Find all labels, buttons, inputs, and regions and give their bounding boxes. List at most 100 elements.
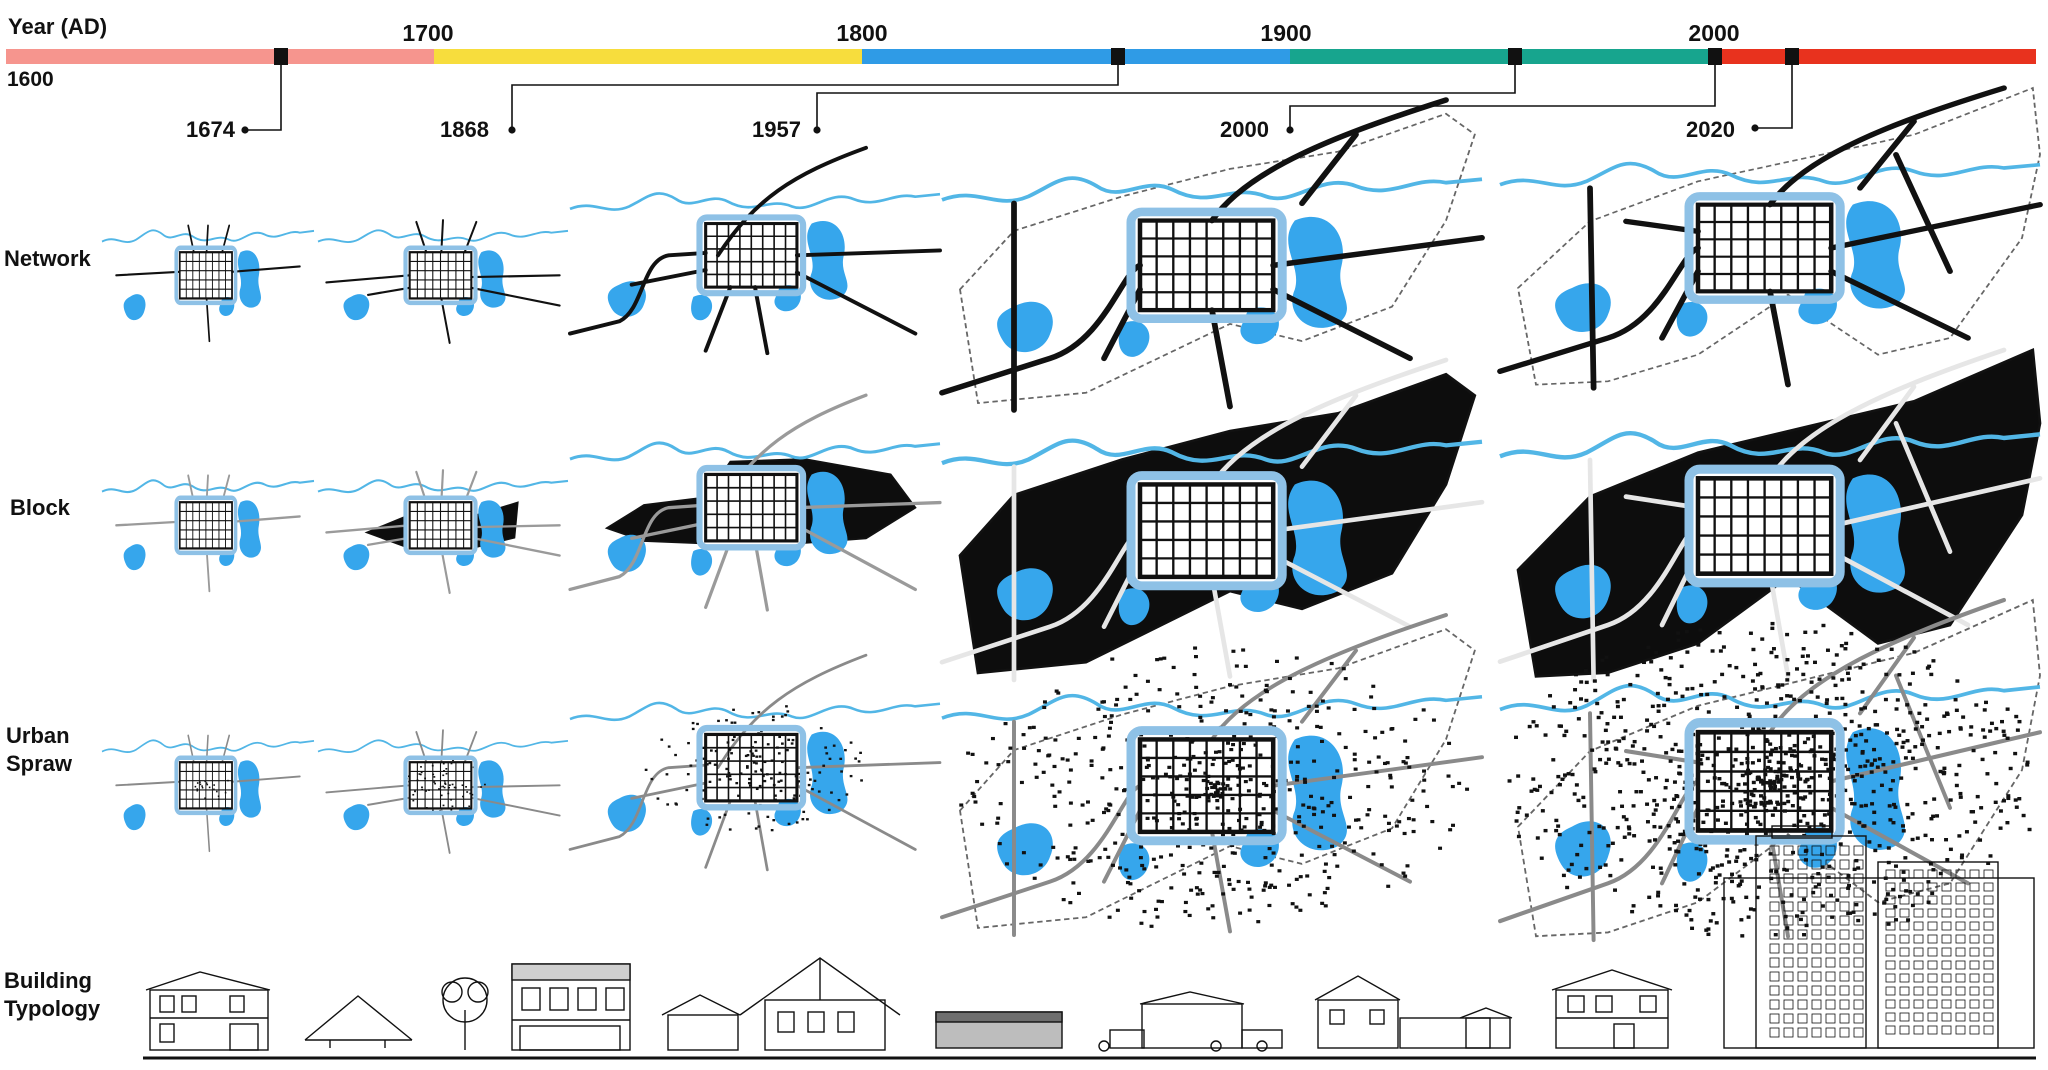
road [1893,420,1953,555]
building-dot [1755,895,1760,900]
building-dot [980,822,985,826]
building-dot [1690,926,1695,930]
building-dot [1761,782,1766,786]
building-dot [1803,779,1808,784]
city-grid-lines [1697,732,1832,831]
building-dot [1820,757,1824,761]
road [1299,393,1359,469]
building-dot [1287,883,1292,887]
building-dot [785,705,788,708]
building-dot [1312,759,1317,763]
building-dot [726,775,729,778]
building-dot [1297,815,1302,819]
building-dot [1847,883,1851,888]
building-dot [1256,920,1261,924]
map-sprawl-1674 [101,734,315,853]
window [1885,1025,1896,1035]
building-dot [755,762,758,765]
window [1913,869,1924,879]
building-dot [1667,676,1672,681]
marker-1957 [1508,48,1522,65]
building-dot [1320,810,1325,814]
building-modern-house-icon [1098,991,1283,1052]
building-dot [1895,727,1900,732]
building-dot [1221,892,1226,896]
road [325,274,411,284]
leader-line-2020 [1755,56,1793,129]
building-dot [778,735,782,739]
road [470,286,561,307]
building-dot [1106,808,1111,813]
building-dot [1228,787,1233,791]
building-dot [1027,726,1032,730]
building-dot [1807,825,1812,829]
window [1913,986,1924,996]
building-dot [1920,725,1925,729]
building-dot [1760,686,1765,690]
building-dot [1948,798,1953,802]
building-dot [1775,774,1780,779]
building-dot [1258,753,1263,757]
building-dot [1613,888,1617,892]
building-dot [1194,817,1199,821]
building-dot [1838,842,1843,846]
building-dot [1724,783,1729,787]
building-dot [1603,728,1608,733]
building-dot [1138,856,1143,860]
building-dot [786,749,789,752]
building-dot [1287,676,1292,681]
building-dot [1272,709,1277,713]
building-dot [730,752,733,755]
building-dot [1312,807,1317,811]
building-dot [1715,805,1720,810]
building-dot [1223,787,1228,791]
snapshot-label-1868: 1868 [440,117,489,142]
building-dot [1154,865,1159,869]
building-dot [1236,783,1241,787]
window [1941,921,1952,931]
building-dot [1785,794,1790,798]
building-dot [1739,879,1744,883]
building-dot [1211,916,1216,920]
building-dot [1781,773,1786,777]
window [1839,859,1850,870]
building-dot [1231,743,1236,747]
building-dot [213,788,215,791]
building-dot [1258,825,1263,829]
building-dot [1320,901,1325,905]
building-dot [755,755,759,758]
building-dot [1822,813,1827,817]
window [1941,986,1952,996]
building-dot [445,772,448,775]
building-dot [1308,690,1313,694]
building-dot [1703,843,1708,848]
building-dot [1107,726,1112,730]
window [1839,943,1850,954]
lake-small [1118,321,1150,357]
building-dot [1330,844,1335,848]
building-dot [1678,832,1683,837]
marker-1868 [1111,48,1125,65]
building-dot [414,790,416,793]
river [1499,161,2041,188]
building-dot [1618,790,1623,794]
building-dot [1191,754,1196,759]
building-dot [1231,887,1236,891]
building-dot [1849,719,1854,724]
building-dot [1843,647,1848,651]
building-dot [675,803,678,806]
building-dot [444,782,446,784]
city-moat [1126,726,1287,846]
window [1839,971,1850,982]
building-dot [1798,819,1803,823]
road [1270,235,1485,269]
building-dot [1630,744,1635,748]
building-dot [1784,774,1789,778]
building-dot [1570,772,1575,777]
building-dot [1716,736,1721,740]
window [1783,887,1794,898]
building-dot [1859,707,1864,711]
building-dot [827,808,831,812]
building-dot [1258,698,1263,702]
building-dot [1752,787,1757,792]
